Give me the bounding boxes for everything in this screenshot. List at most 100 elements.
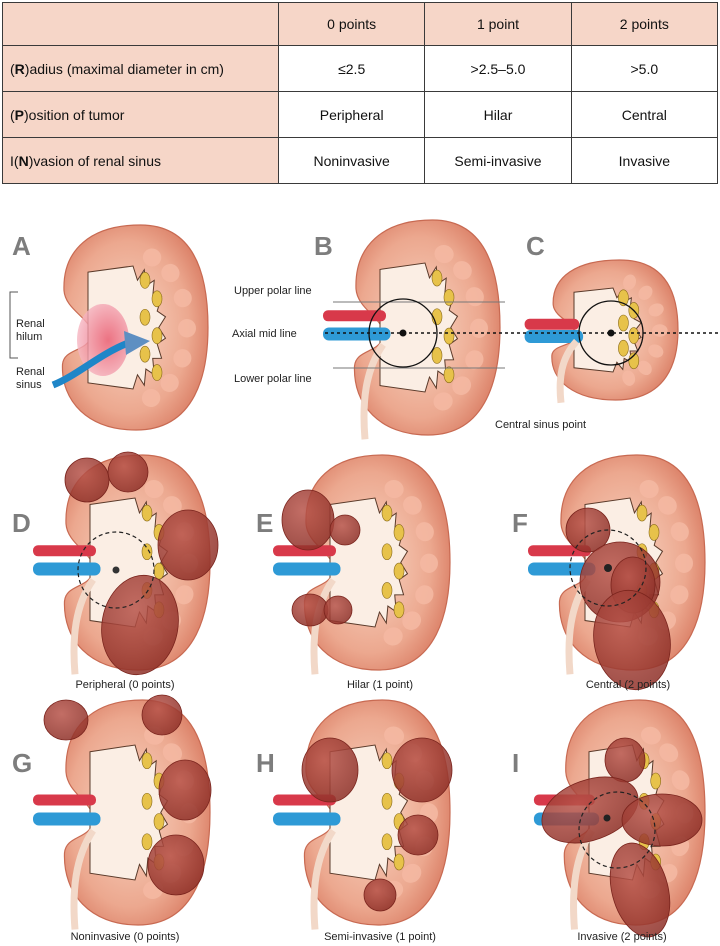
row-label-invasion: I(N)vasion of renal sinus [2, 137, 279, 184]
row-label-position: (P)osition of tumor [2, 91, 279, 138]
renal-pyramid [384, 479, 404, 499]
renal-pyramid [173, 349, 192, 368]
table-row-invasion: I(N)vasion of renal sinus Noninvasive Se… [2, 137, 719, 184]
ureter [70, 577, 96, 675]
sinus-fat [648, 524, 660, 541]
renal-artery [273, 545, 336, 557]
tumor [593, 589, 671, 691]
ureter [310, 828, 336, 930]
label-upper-polar-line: Upper polar line [234, 285, 312, 297]
sinus-fat [618, 314, 629, 332]
sinus-circle-b [368, 298, 438, 368]
sinus-center-dot [604, 564, 612, 572]
renal-hilum-opening [77, 304, 129, 376]
renal-pyramid [637, 360, 652, 376]
renal-pyramid [638, 285, 653, 300]
sinus-center-dot [603, 814, 611, 822]
table-cell: Semi-invasive [424, 137, 572, 184]
panel-letter-e: E [256, 508, 273, 538]
renal-artery [33, 545, 96, 557]
tumor [291, 593, 329, 627]
sinus-fat [381, 504, 393, 522]
table-cell: Hilar [424, 91, 572, 138]
renal-vein [33, 812, 101, 826]
sinus-fat [141, 833, 153, 851]
panel-letter-c: C [526, 231, 545, 261]
sinus-dashed-circle [578, 791, 656, 869]
sinus-fat [139, 272, 151, 289]
sinus-fat [141, 792, 153, 810]
renal-pyramid [622, 370, 636, 386]
table-cell: >5.0 [570, 45, 719, 92]
sinus-fat [443, 289, 455, 306]
sinus-fat [381, 792, 393, 810]
sinus-fat [650, 772, 661, 790]
renal-pyramid [402, 863, 422, 883]
kidney-panel-C [524, 259, 679, 404]
renal-pyramid [670, 585, 689, 605]
sinus-fat [141, 543, 153, 561]
renal-pyramid [161, 263, 180, 283]
kidney-panel-E [273, 454, 451, 675]
renal-pyramid [433, 392, 453, 411]
sinus-fat [618, 289, 629, 307]
renal-pyramid [658, 496, 677, 515]
panel-letter-b: B [314, 231, 333, 261]
tumor [323, 595, 353, 625]
renal-pyramid [173, 288, 192, 308]
sinus-fat [628, 327, 640, 344]
table-header-0-points: 0 points [277, 2, 426, 46]
tumor [604, 737, 646, 783]
arrow-head-icon [124, 331, 150, 355]
caption-h: Semi-invasive (1 point) [324, 931, 436, 943]
renal-pyramid [640, 726, 661, 745]
kidney-panel-A [51, 224, 209, 431]
table-header-2-points: 2 points [570, 2, 719, 46]
tumor [101, 574, 179, 676]
renal-pyramid [465, 350, 484, 370]
table-cell: Peripheral [277, 91, 426, 138]
renal-vein [33, 562, 101, 576]
sinus-fat [151, 327, 163, 344]
table-header-1-point: 1 point [424, 2, 572, 46]
sinus-fat [431, 269, 443, 287]
renal-pyramid [177, 319, 196, 338]
sinus-center-dot [112, 566, 120, 574]
renal-artery [33, 794, 96, 806]
sinus-fat [141, 504, 153, 522]
tumor [43, 699, 89, 741]
panel-letter-i: I [512, 748, 519, 778]
tumor [157, 509, 219, 581]
sinus-fat [618, 339, 629, 357]
table-header-empty [2, 2, 279, 46]
caption-d: Peripheral (0 points) [75, 679, 174, 691]
renal-pyramid [639, 479, 659, 499]
renal-pyramid [465, 287, 484, 307]
sinus-dashed-circle [569, 529, 647, 607]
row-label-radius: (R)adius (maximal diameter in cm) [2, 45, 279, 92]
renal-pyramid [452, 376, 472, 395]
table-cell: ≤2.5 [277, 45, 426, 92]
table-row-position: (P)osition of tumor Peripheral Hilar Cen… [2, 91, 719, 138]
panel-letter-g: G [12, 748, 32, 778]
sinus-fat [139, 345, 151, 363]
label-central-sinus-point: Central sinus point [495, 419, 586, 431]
sinus-fat [151, 290, 163, 308]
sinus-dashed-circle [77, 531, 155, 609]
renal-pyramid [415, 522, 434, 542]
tumor [329, 514, 361, 546]
table-header-row: 0 points 1 point 2 points [2, 2, 719, 46]
sinus-arrow [51, 339, 130, 389]
panel-letter-h: H [256, 748, 275, 778]
renal-pyramid [162, 743, 183, 763]
renal-pyramid [160, 373, 179, 393]
central-sinus-point-dot [607, 329, 615, 337]
renal-pyramid [434, 244, 454, 264]
tumor [301, 737, 359, 803]
renal-pyramid [648, 303, 664, 317]
table-cell: Noninvasive [277, 137, 426, 184]
renal-pyramid [453, 261, 472, 280]
panel-letter-d: D [12, 508, 31, 538]
sinus-fat [151, 364, 163, 381]
